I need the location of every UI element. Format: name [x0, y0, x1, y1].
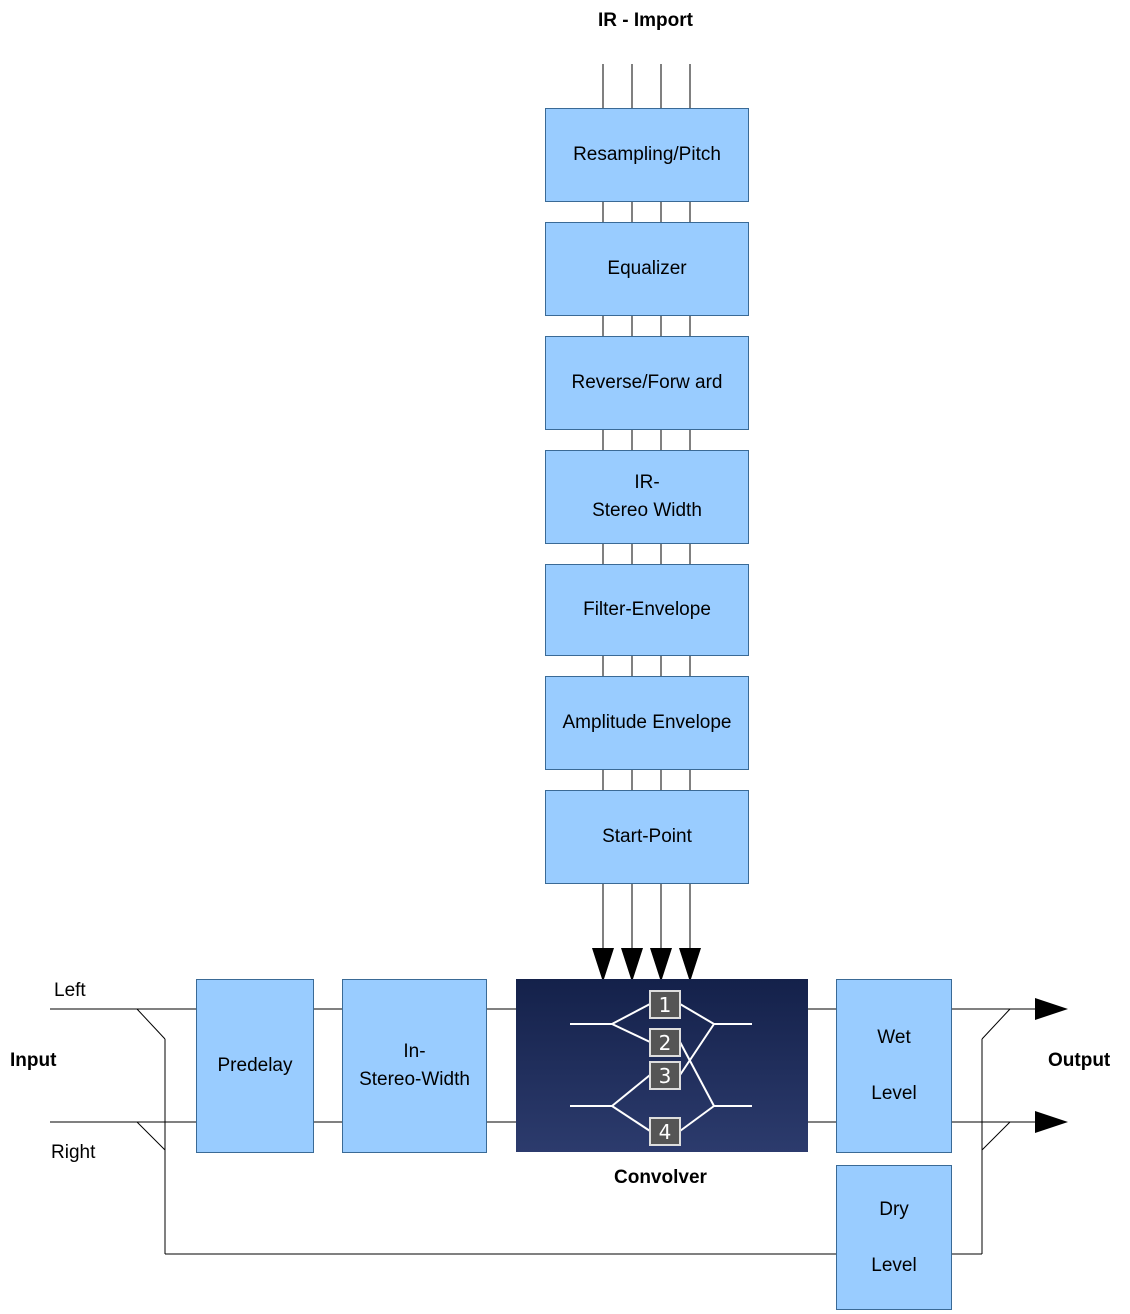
arrow-down [679, 948, 701, 982]
block-label: Resampling/Pitch [573, 144, 721, 165]
block-label: Amplitude Envelope [562, 712, 732, 733]
block-label: Stereo Width [592, 500, 702, 521]
block-label: Equalizer [607, 258, 687, 279]
wet-level-block: Wet Level [836, 979, 952, 1153]
convolver-slot-3: 3 [659, 1064, 672, 1088]
arrow-down [592, 948, 614, 982]
arrow-right [1035, 1111, 1068, 1133]
block-label: Wet [877, 1027, 911, 1048]
equalizer-block: Equalizer [545, 222, 749, 316]
convolver-block: 1 2 3 4 [516, 979, 808, 1152]
filter-envelope-block: Filter-Envelope [545, 564, 749, 656]
resampling-pitch-block: Resampling/Pitch [545, 108, 749, 202]
input-label: Input [10, 1050, 57, 1071]
block-label: Reverse/Forw ard [571, 372, 723, 393]
predelay-block: Predelay [196, 979, 314, 1153]
dry-level-block: Dry Level [836, 1165, 952, 1310]
block-label: Start-Point [602, 826, 692, 847]
reverse-forward-block: Reverse/Forw ard [545, 336, 749, 430]
signal-lines [50, 1008, 1035, 1255]
convolver-label: Convolver [614, 1167, 707, 1188]
block-label: In- [403, 1041, 426, 1062]
left-label: Left [54, 980, 86, 1001]
right-label: Right [51, 1142, 96, 1163]
output-label: Output [1048, 1050, 1111, 1071]
convolver-slots: 1 2 3 4 [649, 990, 681, 1146]
block-label: Dry [879, 1198, 909, 1220]
convolver-slot-1: 1 [659, 993, 672, 1017]
block-label: Stereo-Width [359, 1069, 470, 1090]
block-label: Predelay [217, 1055, 293, 1076]
convolver-feed-lines [602, 884, 691, 948]
arrow-down [621, 948, 643, 982]
block-label: Level [871, 1083, 917, 1104]
convolver-routing [570, 1003, 752, 1132]
convolver-slot-2: 2 [659, 1031, 672, 1055]
convolver-slot-4: 4 [659, 1120, 672, 1144]
ir-stereo-width-block: IR- Stereo Width [545, 450, 749, 544]
block-label: IR- [634, 472, 660, 493]
arrow-right [1035, 998, 1068, 1020]
in-stereo-width-block: In- Stereo-Width [342, 979, 487, 1153]
amplitude-envelope-block: Amplitude Envelope [545, 676, 749, 770]
block-label: Level [871, 1254, 917, 1276]
chain-connectors [602, 202, 691, 790]
arrow-down [650, 948, 672, 982]
block-label: Filter-Envelope [583, 599, 711, 620]
start-point-block: Start-Point [545, 790, 749, 884]
ir-import-title: IR - Import [598, 10, 693, 31]
